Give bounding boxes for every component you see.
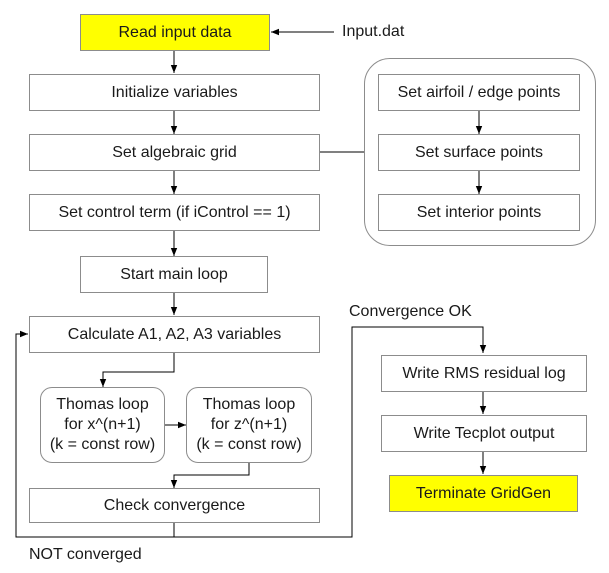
- initialize-box: Initialize variables: [29, 74, 320, 111]
- terminate-box: Terminate GridGen: [389, 475, 578, 512]
- surface-points-box: Set surface points: [378, 134, 580, 171]
- input-file-label: Input.dat: [342, 23, 405, 40]
- arrow-thomas-z-to-check: [170, 463, 250, 488]
- arrow-not-converged: [15, 330, 175, 538]
- airfoil-points-box: Set airfoil / edge points: [378, 74, 580, 111]
- thomas-x-box: Thomas loop for x^(n+1) (k = const row): [40, 387, 165, 463]
- control-term-box: Set control term (if iControl == 1): [29, 194, 320, 231]
- read-input-box: Read input data: [80, 14, 270, 51]
- calculate-box: Calculate A1, A2, A3 variables: [29, 316, 320, 353]
- check-convergence-box: Check convergence: [29, 488, 320, 523]
- not-converged-label: NOT converged: [29, 546, 142, 563]
- arrow-converged: [174, 326, 487, 538]
- algebraic-grid-box: Set algebraic grid: [29, 134, 320, 171]
- interior-points-box: Set interior points: [378, 194, 580, 231]
- tecplot-box: Write Tecplot output: [381, 415, 587, 452]
- rms-log-box: Write RMS residual log: [381, 355, 587, 392]
- thomas-z-box: Thomas loop for z^(n+1) (k = const row): [186, 387, 312, 463]
- converged-label: Convergence OK: [349, 303, 472, 320]
- main-loop-box: Start main loop: [80, 256, 268, 293]
- arrow-calc-to-thomas-x: [99, 353, 175, 387]
- point-setup-group: [364, 58, 596, 246]
